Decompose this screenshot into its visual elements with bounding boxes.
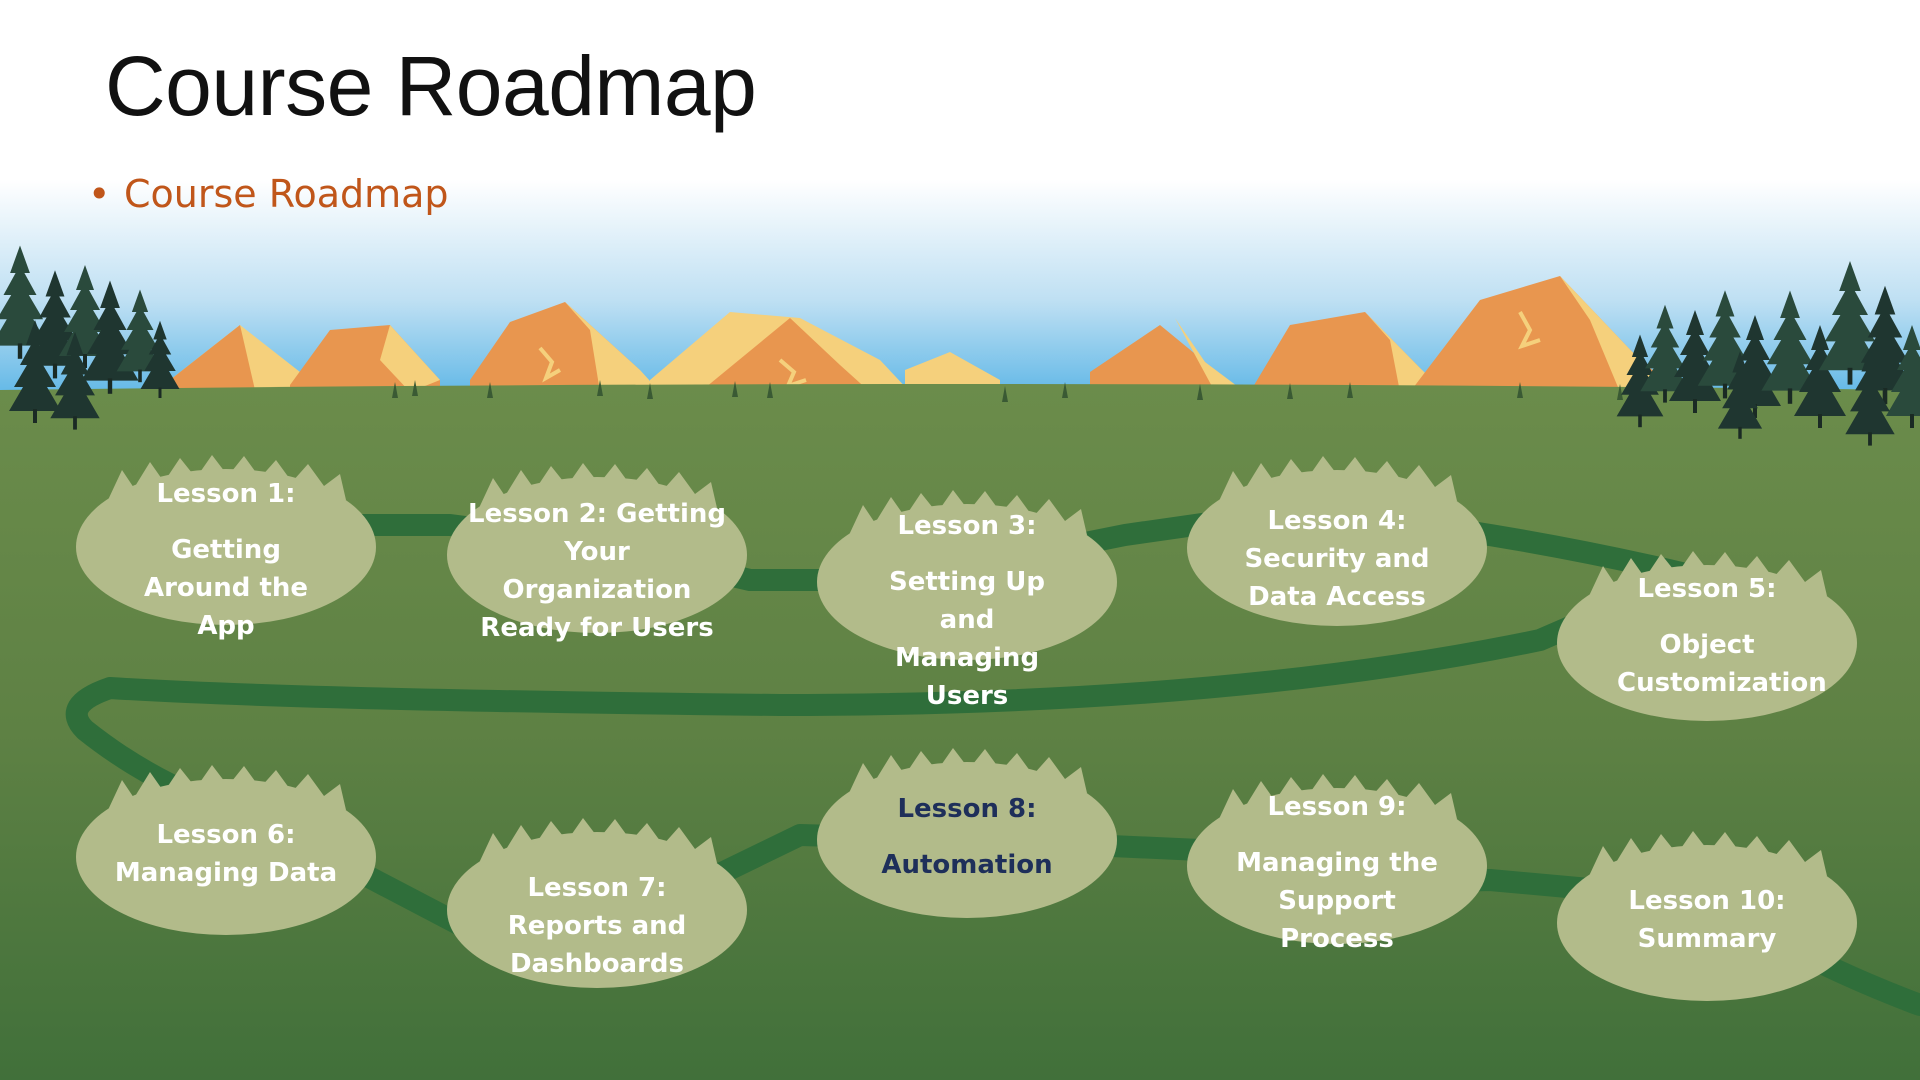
lesson-topic: Automation xyxy=(881,850,1053,880)
lesson-heading: Lesson 7: Reports and Dashboards xyxy=(507,873,687,979)
lesson-topic: Setting Up and Managing Users xyxy=(888,567,1046,711)
lesson-bubbles xyxy=(76,455,1857,1001)
lesson-6-bubble xyxy=(76,765,376,935)
lesson-heading: Lesson 1: xyxy=(156,479,296,509)
bullet-item: • Course Roadmap xyxy=(88,172,449,216)
lesson-heading: Lesson 5: xyxy=(1637,574,1777,604)
lesson-1-label: Lesson 1: Getting Around the App xyxy=(76,475,376,645)
lesson-7-bubble xyxy=(447,818,747,988)
lesson-topic: Object Customization xyxy=(1617,630,1827,698)
lesson-4-label: Lesson 4: Security and Data Access xyxy=(1187,502,1487,616)
lesson-heading: Lesson 4: Security and Data Access xyxy=(1244,506,1430,612)
lesson-2-label: Lesson 2: Getting Your Organization Read… xyxy=(447,495,747,647)
lesson-2-bubble xyxy=(447,463,747,633)
lesson-heading: Lesson 6: xyxy=(156,820,296,850)
lesson-heading: Lesson 8: xyxy=(897,794,1037,824)
lesson-1-bubble xyxy=(76,455,376,625)
lesson-topic: Managing the Support Process xyxy=(1236,848,1438,954)
lesson-5-bubble xyxy=(1557,551,1857,721)
slide-title: Course Roadmap xyxy=(105,39,757,133)
lesson-8-bubble xyxy=(817,748,1117,918)
lesson-topic: Summary xyxy=(1637,924,1777,954)
lesson-10-label: Lesson 10: Summary xyxy=(1557,882,1857,958)
lesson-3-bubble xyxy=(817,490,1117,660)
lesson-heading: Lesson 9: xyxy=(1267,792,1407,822)
mountains xyxy=(170,276,1680,392)
lesson-10-bubble xyxy=(1557,831,1857,1001)
bullet-dot-icon: • xyxy=(88,172,111,216)
lesson-6-label: Lesson 6: Managing Data xyxy=(76,816,376,892)
lesson-9-bubble xyxy=(1187,774,1487,944)
lesson-4-bubble xyxy=(1187,456,1487,626)
lesson-heading: Lesson 2: Getting Your Organization Read… xyxy=(468,499,726,643)
bullet-text: Course Roadmap xyxy=(124,172,449,216)
lesson-heading: Lesson 3: xyxy=(897,511,1037,541)
lesson-heading: Lesson 10: xyxy=(1628,886,1786,916)
lesson-5-label: Lesson 5: Object Customization xyxy=(1557,570,1857,702)
lesson-3-label: Lesson 3: Setting Up and Managing Users xyxy=(817,507,1117,715)
lesson-topic: Managing Data xyxy=(114,858,338,888)
lesson-8-label: Lesson 8: Automation xyxy=(817,790,1117,884)
lesson-topic: Getting Around the App xyxy=(143,535,309,641)
lesson-7-label: Lesson 7: Reports and Dashboards xyxy=(447,869,747,983)
lesson-9-label: Lesson 9: Managing the Support Process xyxy=(1187,788,1487,958)
